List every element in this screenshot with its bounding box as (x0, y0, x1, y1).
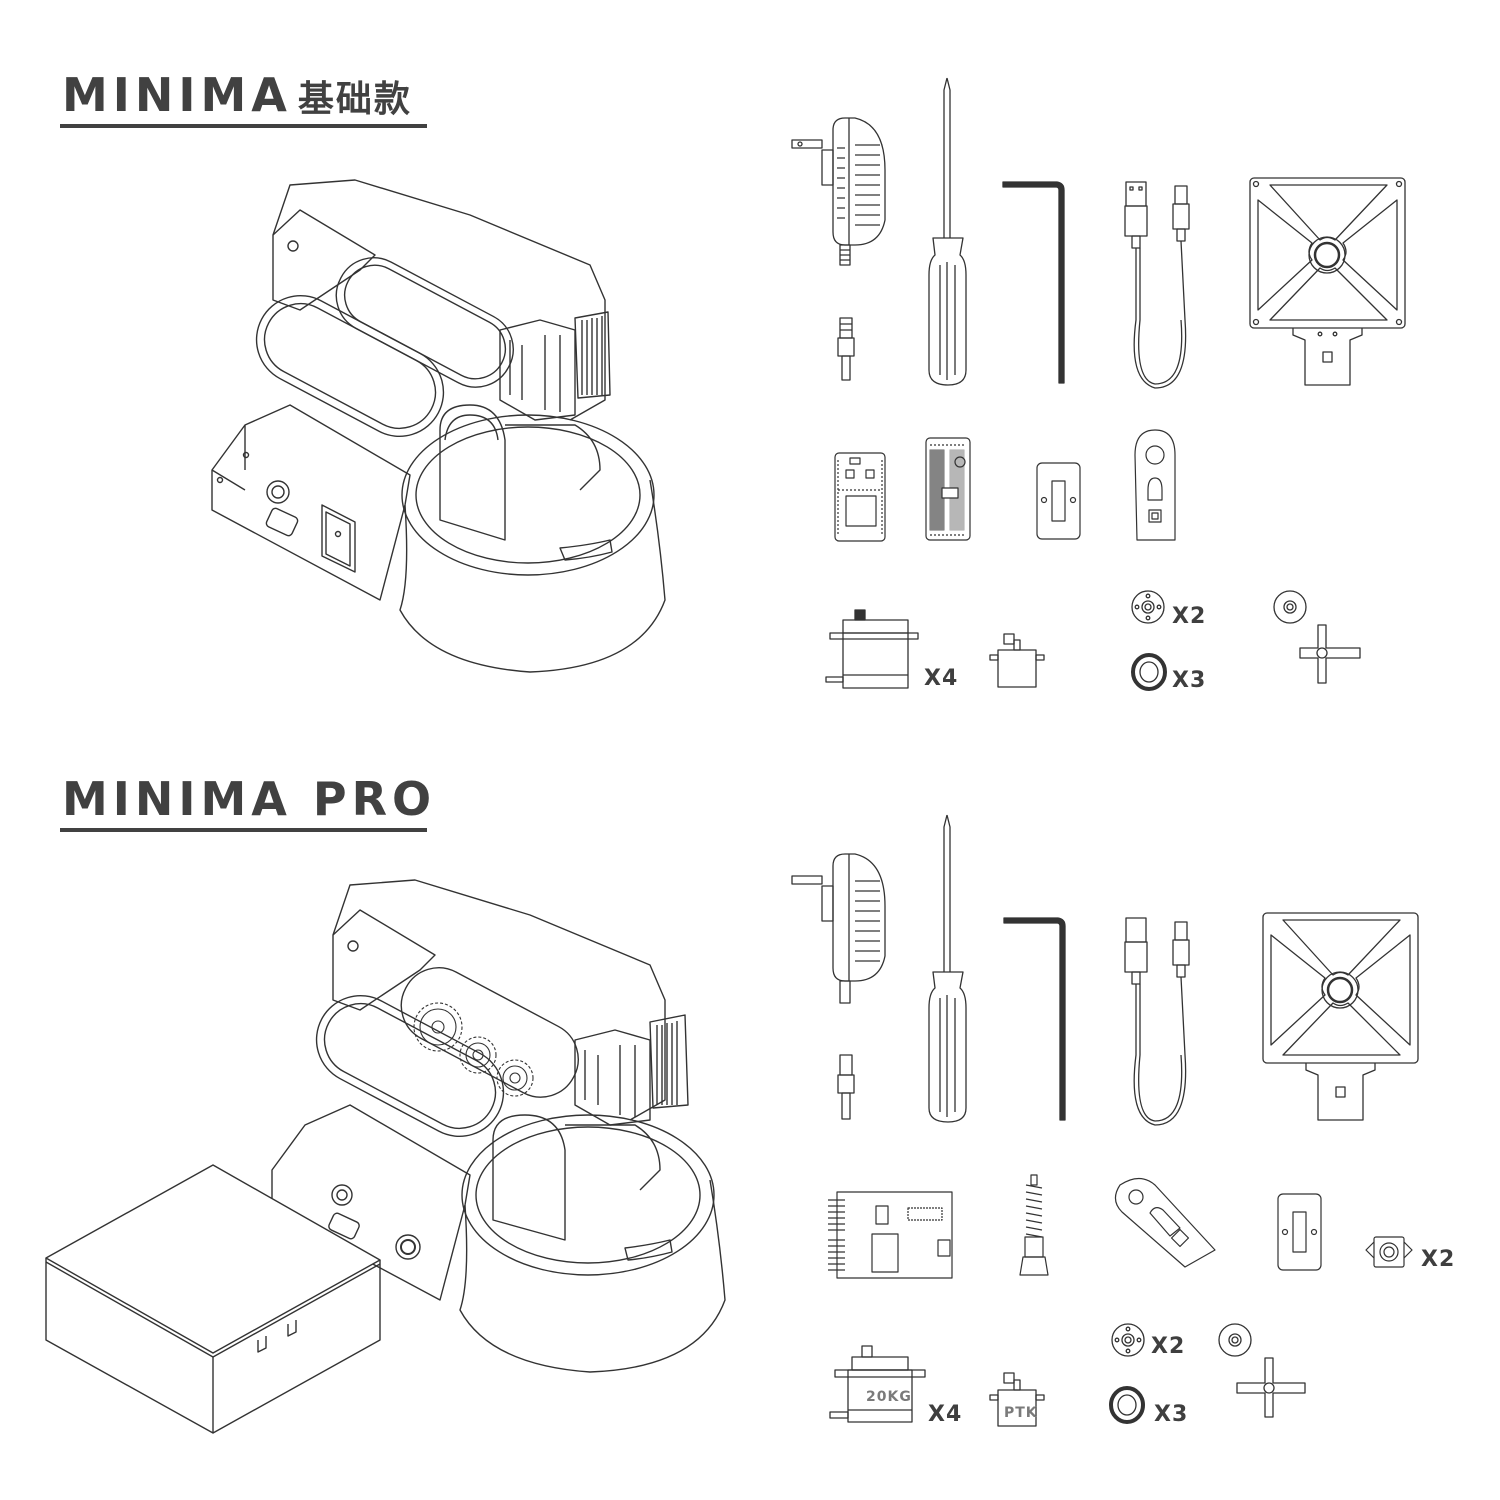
cross-horn-icon (1236, 1357, 1306, 1418)
controller-board-icon (828, 1191, 953, 1279)
esp32-board-icon (834, 452, 886, 542)
screwdriver-icon (928, 77, 967, 386)
hex-key-icon (1003, 917, 1066, 1121)
small-servo-icon (989, 1372, 1045, 1427)
title-latin: MINIMA (62, 68, 292, 122)
dc-plug-icon (837, 317, 855, 381)
disc-horn-icon (1273, 590, 1307, 624)
usb-cable-icon (1124, 181, 1190, 389)
title-underline (60, 828, 427, 832)
usb-cable-icon (1124, 917, 1190, 1126)
mounting-plate-icon (1249, 177, 1406, 386)
switch-plate-icon (1277, 1193, 1322, 1271)
qty-round-horn: X2 (1172, 604, 1207, 629)
clip-icon (1365, 1236, 1413, 1268)
link-arm-icon (1134, 429, 1176, 541)
bearing-icon (1131, 653, 1167, 691)
large-servo-icon (829, 1345, 926, 1423)
round-horn-icon (1111, 1323, 1145, 1357)
qty-bearing: X3 (1154, 1402, 1189, 1427)
title-underline (60, 124, 427, 128)
qty-bearing: X3 (1172, 668, 1207, 693)
title-latin: MINIMA PRO (62, 772, 437, 826)
hex-key-icon (1002, 181, 1065, 384)
label-large-servo: 20KG (866, 1389, 912, 1405)
cross-horn-icon (1299, 624, 1361, 684)
spring-pump-icon (1019, 1174, 1049, 1276)
battery-box-icon (45, 1164, 381, 1434)
link-arm-icon (1114, 1177, 1216, 1268)
large-servo-icon (825, 609, 919, 689)
servo-driver-board-icon (925, 437, 971, 541)
power-adapter-icon (791, 117, 886, 266)
dc-plug-icon (837, 1054, 855, 1120)
gear-train-icon (413, 1002, 534, 1097)
bearing-icon (1109, 1386, 1145, 1424)
round-horn-icon (1131, 590, 1165, 624)
qty-large-servo: X4 (928, 1402, 963, 1427)
screwdriver-icon (928, 814, 967, 1123)
disc-horn-icon (1218, 1323, 1252, 1357)
qty-large-servo: X4 (924, 666, 959, 691)
title-cjk: 基础款 (297, 79, 412, 120)
qty-round-horn: X2 (1151, 1334, 1186, 1359)
label-small-servo: PTK (1004, 1405, 1038, 1421)
qty-clip: X2 (1421, 1247, 1456, 1272)
mounting-plate-icon (1262, 912, 1419, 1121)
switch-plate-icon (1036, 462, 1081, 540)
small-servo-icon (989, 633, 1045, 688)
power-adapter-icon (791, 853, 886, 1004)
section-title-pro: MINIMA PRO (62, 776, 436, 822)
